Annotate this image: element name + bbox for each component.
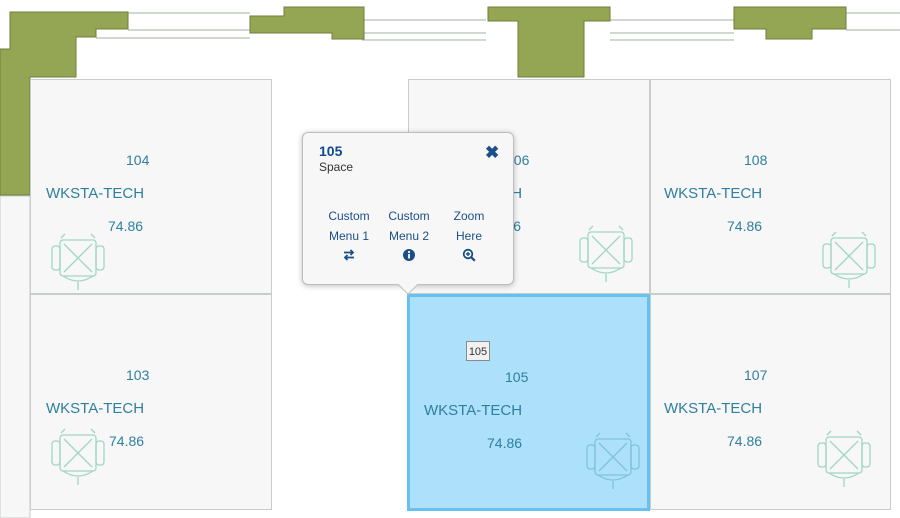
room-number: 108: [744, 152, 768, 168]
office-chair-icon: [582, 431, 644, 493]
room-type: WKSTA-TECH: [664, 400, 763, 417]
zoom-here-line2: Here: [455, 229, 482, 243]
room-type: WKSTA-TECH: [46, 185, 145, 202]
close-icon[interactable]: ✖: [485, 143, 500, 162]
room-number: 105: [505, 369, 529, 385]
structural-walls: [0, 6, 847, 196]
wall-lines: [96, 12, 900, 41]
room-area: 74.86: [487, 435, 523, 451]
zoom-here-button[interactable]: Zoom Here: [439, 206, 499, 262]
custom-menu-1-button[interactable]: Custom Menu 1: [319, 206, 379, 262]
popup-title: 105: [319, 143, 343, 159]
room-type: WKSTA-TECH: [424, 402, 523, 419]
custom-menu-2-line1: Custom: [388, 209, 430, 223]
room-number: 107: [744, 367, 768, 383]
office-chair-icon: [813, 429, 875, 491]
room-area: 74.86: [109, 433, 145, 449]
custom-menu-1-line2: Menu 1: [328, 229, 370, 243]
room-area: 74.86: [727, 218, 763, 234]
room-area: 74.86: [727, 433, 763, 449]
room-number: 103: [126, 367, 150, 383]
office-chair-icon: [47, 427, 109, 489]
office-chair-icon: [47, 232, 109, 294]
room-type: WKSTA-TECH: [664, 185, 763, 202]
space-popup: 105 Space ✖ Custom Menu 1 Custom Menu 2 …: [302, 132, 514, 295]
room-area: 74.86: [108, 218, 144, 234]
zoom-in-icon: [462, 248, 476, 262]
room-hover-tag: 105: [466, 341, 490, 361]
office-chair-icon: [575, 224, 637, 286]
room-type: WKSTA-TECH: [46, 400, 145, 417]
swap-arrows-icon: [343, 249, 355, 261]
office-chair-icon: [818, 230, 880, 292]
room-number: 104: [126, 152, 150, 168]
info-circle-icon: [403, 249, 415, 261]
custom-menu-1-line1: Custom: [328, 209, 370, 223]
custom-menu-2-line2: Menu 2: [388, 229, 430, 243]
zoom-here-line1: Zoom: [453, 209, 485, 223]
popup-subtitle: Space: [319, 160, 354, 174]
custom-menu-2-button[interactable]: Custom Menu 2: [379, 206, 439, 262]
